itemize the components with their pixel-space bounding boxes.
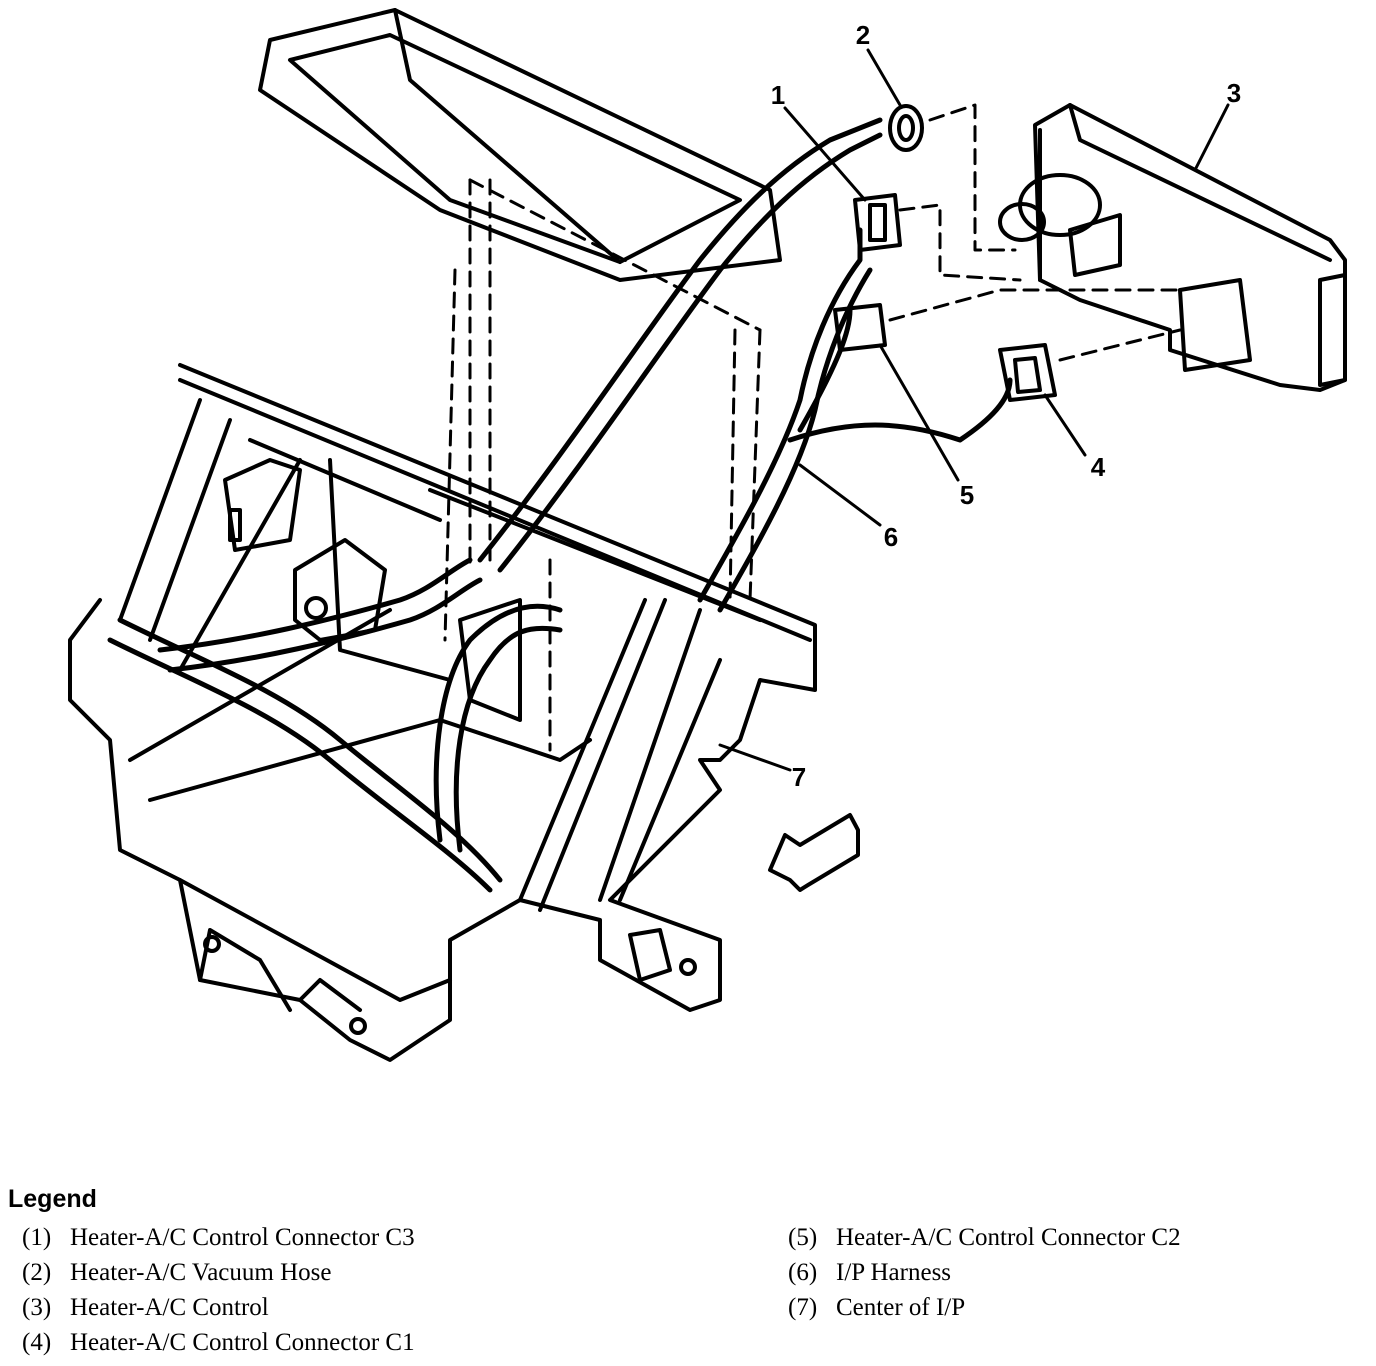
legend-item: (3) Heater-A/C Control [22, 1294, 415, 1329]
callout-leaders [718, 48, 1230, 772]
callout-2: 2 [856, 20, 870, 50]
legend-item-number: (2) [22, 1259, 52, 1286]
upper-console-panel [258, 8, 782, 282]
callout-6: 6 [884, 522, 898, 552]
legend-item-number: (1) [22, 1224, 52, 1251]
callout-5: 5 [960, 480, 974, 510]
callout-3: 3 [1227, 78, 1241, 108]
legend-column-left: (1) Heater-A/C Control Connector C3 (2) He… [22, 1224, 415, 1364]
callout-7: 7 [792, 762, 806, 792]
mounting-guide-lines [443, 103, 1182, 752]
legend-item: (5) Heater-A/C Control Connector C2 [788, 1224, 1181, 1259]
connector-c3 [853, 193, 902, 252]
callout-1: 1 [771, 80, 785, 110]
wiring-diagram: 1 2 3 4 5 6 7 [68, 8, 1347, 1062]
legend-item: (2) Heater-A/C Vacuum Hose [22, 1259, 415, 1294]
legend-item: (1) Heater-A/C Control Connector C3 [22, 1224, 415, 1259]
connector-c2 [833, 303, 887, 352]
callout-4: 4 [1091, 452, 1106, 482]
legend-item-number: (3) [22, 1294, 52, 1321]
legend-item-number: (7) [788, 1294, 818, 1321]
legend-item-number: (5) [788, 1224, 818, 1251]
legend-item-label: I/P Harness [836, 1259, 952, 1286]
legend-title: Legend [8, 1185, 97, 1213]
legend-item-label: Heater-A/C Control [70, 1294, 269, 1321]
connector-c1 [998, 343, 1057, 402]
legend-item-label: Heater-A/C Control Connector C1 [70, 1329, 415, 1356]
legend-item-label: Heater-A/C Control Connector C2 [836, 1224, 1181, 1251]
ip-harness [107, 117, 1013, 893]
heater-ac-control-unit [998, 103, 1347, 392]
legend-column-right: (5) Heater-A/C Control Connector C2 (6) I/… [788, 1224, 1181, 1329]
instrument-panel-frame [68, 363, 817, 1062]
legend-item-number: (6) [788, 1259, 818, 1286]
legend-item-number: (4) [22, 1329, 52, 1356]
legend-item: (4) Heater-A/C Control Connector C1 [22, 1329, 415, 1364]
legend-item-label: Center of I/P [836, 1294, 966, 1321]
legend-item: (6) I/P Harness [788, 1259, 1181, 1294]
diagram-canvas: 1 2 3 4 5 6 7 [68, 8, 1347, 1062]
legend-item: (7) Center of I/P [788, 1294, 1181, 1329]
vacuum-hose-fitting [888, 104, 924, 152]
forward-direction-arrow-icon [768, 813, 860, 892]
legend-item-label: Heater-A/C Vacuum Hose [70, 1259, 332, 1286]
legend-item-label: Heater-A/C Control Connector C3 [70, 1224, 415, 1251]
